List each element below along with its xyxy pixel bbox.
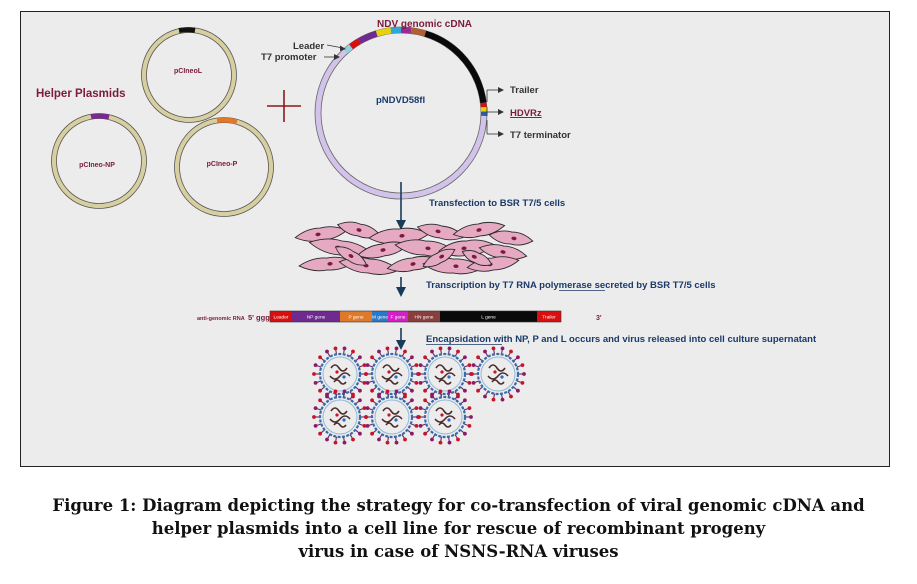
rna-segment-label: Trailer xyxy=(542,314,556,320)
leader-label: Leader xyxy=(293,41,324,52)
plasmid-label-pcineo-np: pCIneo-NP xyxy=(79,162,115,169)
cdna-segment-p-gene xyxy=(375,27,392,37)
t7-terminator-arrowhead-icon xyxy=(498,131,504,137)
t7-promoter-label: T7 promoter xyxy=(261,52,317,63)
rna-segment-trailer xyxy=(537,311,561,322)
virus-particle xyxy=(312,389,368,445)
rna-segment-label: Leader xyxy=(274,314,289,320)
leader-arrowhead-icon xyxy=(340,45,346,51)
cell xyxy=(334,246,368,266)
rna-segment-label: NP gene xyxy=(307,314,326,320)
rna-segment-hn-gene xyxy=(408,311,440,322)
rna-three-prime-label: 3' xyxy=(596,315,602,322)
bsr-t7-cells xyxy=(294,221,534,275)
hdvrz-label: HDVRz xyxy=(510,108,542,119)
diagram-canvas: Helper Plasmids pCIneoL pCIneo-NP pCIneo… xyxy=(36,19,817,445)
rna-segment-label: L gene xyxy=(481,314,496,320)
flow-arrow-3 xyxy=(396,328,406,350)
transcription-step-label: Transcription by T7 RNA polymerase secre… xyxy=(426,280,716,291)
transfection-step-label: Transfection to BSR T7/5 cells xyxy=(429,198,565,209)
cell xyxy=(422,248,456,268)
flow-arrow-1 xyxy=(396,182,406,230)
caption-line-1: Figure 1: Diagram depicting the strategy… xyxy=(52,496,865,515)
helper-plasmids-title: Helper Plasmids xyxy=(36,88,125,100)
cell xyxy=(461,250,493,266)
virus-particle xyxy=(312,346,368,402)
caption-line-3: virus in case of NSNS-RNA viruses xyxy=(298,542,619,561)
plasmid-pcineo-p: pCIneo-P xyxy=(174,117,274,217)
virus-particles xyxy=(312,346,526,445)
cdna-segment-l-gene xyxy=(424,30,487,104)
caption-line-2: helper plasmids into a cell line for res… xyxy=(151,519,766,538)
plasmid-pcineo-np: pCIneo-NP xyxy=(51,113,147,209)
cdna-segment-promoter xyxy=(343,44,353,54)
cdna-segment-np-gene xyxy=(358,30,378,44)
virus-particle xyxy=(364,346,420,402)
plasmid-pcineol: pCIneoL xyxy=(141,27,237,123)
rna-segment-p-gene xyxy=(340,311,372,322)
virus-particle xyxy=(470,346,526,402)
figure-panel: Helper Plasmids pCIneoL pCIneo-NP pCIneo… xyxy=(20,11,890,467)
genomic-cdna-segments xyxy=(343,27,487,117)
plasmid-label-pndvd58fl: pNDVD58fl xyxy=(376,95,425,106)
rna-segment-leader xyxy=(270,311,292,322)
rna-segment-label: HN gene xyxy=(415,314,434,320)
rna-segment-label: M gene xyxy=(372,314,388,320)
cell xyxy=(478,244,528,260)
rna-segment-l-gene xyxy=(440,311,537,322)
cdna-segment-hn-gene xyxy=(410,27,427,37)
rna-segment-f-gene xyxy=(388,311,408,322)
rna-label: anti-genomic RNA xyxy=(197,316,245,322)
encapsidation-step-label: Encapsidation with NP, P and L occurs an… xyxy=(426,334,817,345)
cdna-segment-m-gene xyxy=(390,27,402,34)
rna-segment-label: F gene xyxy=(391,314,406,320)
trailer-arrowhead-icon xyxy=(498,87,504,93)
rna-segment-m-gene xyxy=(372,311,388,322)
virus-particle xyxy=(364,389,420,445)
ndv-genomic-cdna-label: NDV genomic cDNA xyxy=(377,19,472,30)
cell xyxy=(488,230,534,246)
rna-segment-np-gene xyxy=(292,311,340,322)
flow-arrow-2 xyxy=(396,277,406,297)
cdna-segment-f-gene xyxy=(400,27,412,34)
figure-caption: Figure 1: Diagram depicting the strategy… xyxy=(0,494,917,563)
cell xyxy=(452,221,506,239)
plasmid-label-pcineol: pCIneoL xyxy=(174,68,203,75)
plasmid-label-pcineo-p: pCIneo-P xyxy=(207,161,238,168)
virus-particle xyxy=(417,346,473,402)
hdvrz-arrowhead-icon xyxy=(498,109,504,115)
virus-particle xyxy=(417,389,473,445)
rna-segment-label: P gene xyxy=(348,314,363,320)
trailer-label: Trailer xyxy=(510,85,539,96)
t7-terminator-label: T7 terminator xyxy=(510,130,571,141)
t7-promoter-arrowhead-icon xyxy=(334,54,340,60)
plus-icon xyxy=(267,90,301,122)
plasmid-pndvd58fl: pNDVD58fl xyxy=(314,26,488,200)
cdna-segment-leader xyxy=(349,38,362,50)
rna-five-prime-label: 5' ggg xyxy=(248,313,270,322)
